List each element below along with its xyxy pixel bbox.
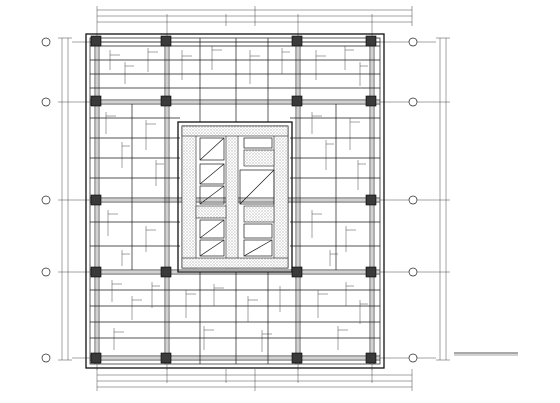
core-shafts: [199, 137, 275, 257]
slab-outline: [85, 33, 385, 369]
title-block: [454, 352, 518, 356]
top-dimension-lines: [96, 6, 413, 26]
left-dimension-lines: [58, 37, 72, 361]
axis-bubbles: [41, 37, 418, 363]
right-dimension-lines: [436, 37, 450, 361]
beam-annotation-ticks: [105, 46, 368, 352]
bottom-dimension-lines: [96, 369, 413, 391]
core-walls: [177, 121, 293, 273]
columns: [90, 35, 377, 364]
